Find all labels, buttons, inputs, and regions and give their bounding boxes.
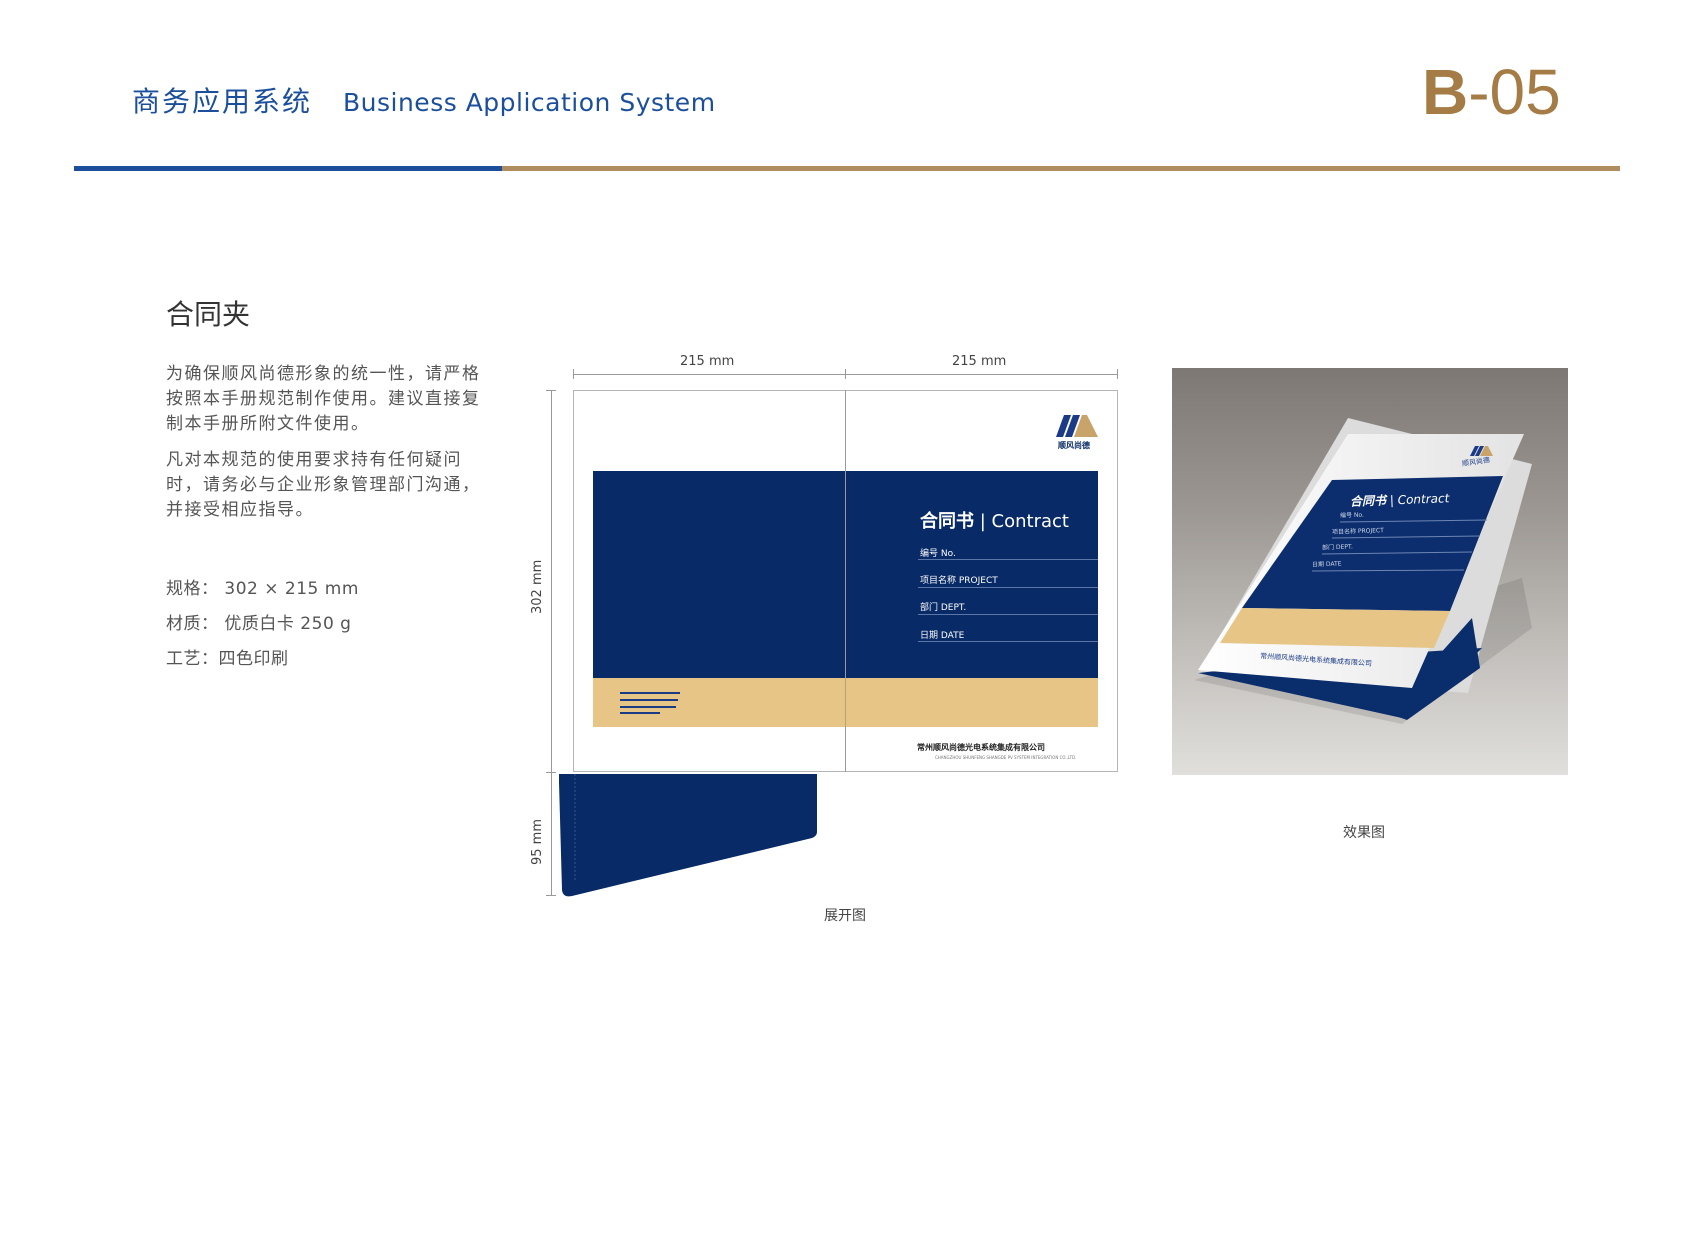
section-title: 合同夹 (166, 298, 251, 331)
folder-pocket-flap (559, 774, 817, 897)
dimension-tick (845, 369, 846, 379)
cover-company-name-en: CHANGZHOU SHUNFENG SHANGDE PV SYSTEM INT… (935, 755, 1077, 760)
cover-title-en: Contract (991, 511, 1069, 532)
dimension-tick (546, 390, 556, 391)
page-code-number: -05 (1468, 56, 1561, 128)
logo-icon (1056, 415, 1098, 437)
caption-expanded-view: 展开图 (824, 908, 866, 924)
cover-title-sep: | (974, 511, 992, 532)
dimension-width-right: 215 mm (952, 354, 1007, 369)
page-code-letter: B (1422, 56, 1469, 128)
effect-field-date: 日期 DATE (1311, 560, 1342, 569)
cover-title-cn: 合同书 (920, 511, 974, 532)
header-rule-gold (502, 166, 1620, 171)
fold-line-gold (845, 678, 846, 727)
header-rule-blue (74, 166, 502, 171)
fold-line (845, 390, 846, 772)
guideline-paragraph-1: 为确保顺风尚德形象的统一性，请严格按照本手册规范制作使用。建议直接复制本手册所附… (166, 364, 481, 434)
cover-field-project: 项目名称 PROJECT (920, 576, 998, 586)
dimension-tick (546, 895, 556, 896)
page-code: B-05 (1422, 52, 1561, 132)
header-title-cn: 商务应用系统 (132, 85, 313, 118)
dimension-width-left: 215 mm (680, 354, 735, 369)
guideline-paragraph-2: 凡对本规范的使用要求持有任何疑问时，请务必与企业形象管理部门沟通，并接受相应指导… (166, 450, 481, 520)
effect-field-dept: 部门 DEPT. (1321, 543, 1353, 552)
logo-wordmark: 顺风尚德 (1058, 441, 1090, 450)
effect-cover-title-cn: 合同书 (1349, 493, 1387, 509)
spec-size: 规格： 302 × 215 mm (166, 579, 359, 599)
cover-field-line (918, 614, 1098, 615)
back-cover-text-mark (620, 692, 680, 694)
dimension-tick (546, 772, 556, 773)
effect-field-project: 项目名称 PROJECT (1331, 527, 1384, 536)
cover-company-name-cn: 常州顺风尚德光电系统集成有限公司 (917, 743, 1045, 752)
back-cover-text-mark (620, 712, 660, 714)
cover-field-line (918, 641, 1098, 642)
cover-title: 合同书 | Contract (920, 507, 1069, 533)
header-title-en: Business Application System (343, 88, 716, 117)
dimension-tick (573, 369, 574, 379)
dimension-tick (1117, 369, 1118, 379)
cover-field-line (918, 559, 1098, 560)
dimension-height-flap: 95 mm (530, 818, 545, 865)
spec-material: 材质： 优质白卡 250 g (166, 614, 352, 634)
dimension-line-height (551, 390, 552, 896)
effect-field-number: 编号 No. (1339, 511, 1365, 520)
effect-cover-title-en: | Contract (1385, 491, 1450, 508)
cover-field-date: 日期 DATE (920, 631, 965, 641)
folder-3d-mockup (1194, 418, 1532, 724)
cover-field-number: 编号 No. (920, 549, 956, 559)
dimension-height-main: 302 mm (530, 559, 545, 614)
spec-process: 工艺：四色印刷 (166, 649, 289, 669)
effect-photo: 顺风尚德 合同书 | Contract 编号 No. 项目名称 PROJECT … (1172, 368, 1568, 775)
back-cover-text-mark (620, 706, 676, 708)
back-cover-text-mark (620, 699, 678, 701)
cover-field-line (918, 587, 1098, 588)
effect-cover-title: 合同书 | Contract (1350, 489, 1450, 509)
caption-effect-view: 效果图 (1343, 825, 1385, 841)
cover-field-dept: 部门 DEPT. (920, 603, 967, 613)
